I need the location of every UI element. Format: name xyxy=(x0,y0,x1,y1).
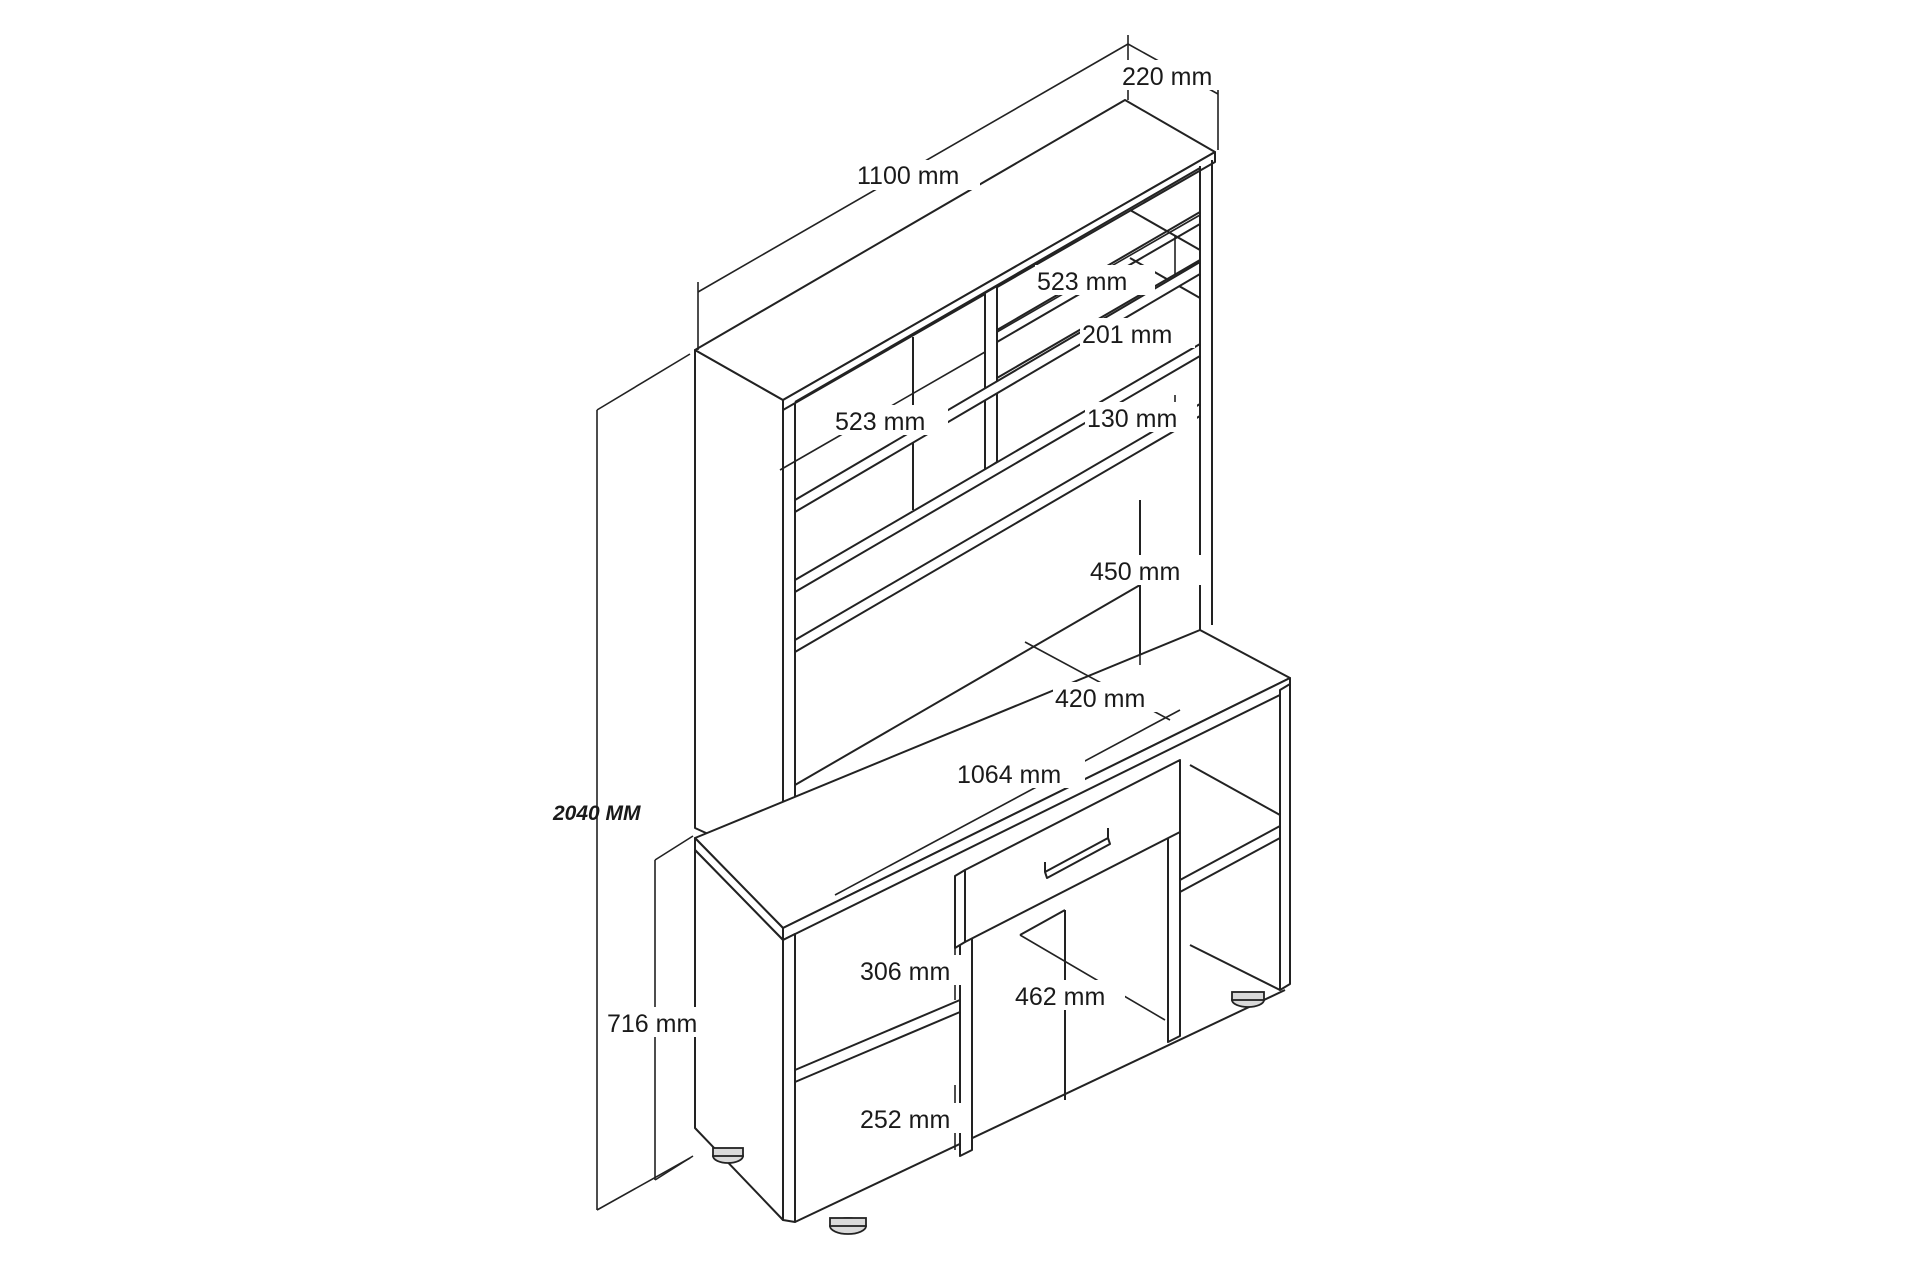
dim-tick-total-bottom xyxy=(596,1157,691,1211)
base-front-left-edge xyxy=(782,933,796,1223)
label-center-compartment: 462 mm xyxy=(1015,983,1105,1011)
foot-back-left-body xyxy=(712,1147,744,1157)
label-upper-right-mid-height: 130 mm xyxy=(1087,405,1177,433)
drawer-side xyxy=(954,869,966,949)
label-upper-right-top-height: 201 mm xyxy=(1082,321,1172,349)
dimension-labels: 220 mm 1100 mm 523 mm 201 mm 523 mm 130 … xyxy=(552,60,1235,1134)
label-left-upper-compartment: 306 mm xyxy=(860,958,950,986)
dim-tick-total-top xyxy=(596,353,691,411)
label-total-height: 2040 MM xyxy=(552,802,641,825)
dim-line-462 xyxy=(1019,934,1166,1021)
label-left-lower-compartment: 252 mm xyxy=(860,1106,950,1134)
label-top-width: 1100 mm xyxy=(857,162,959,190)
hutch-shelf-right-depth-1 xyxy=(1129,209,1201,251)
dim-tick-base-top xyxy=(654,835,694,861)
label-upper-left-width: 523 mm xyxy=(835,408,925,436)
dim-tick-base-bottom xyxy=(654,1155,694,1181)
hutch-inner-top xyxy=(794,167,1201,403)
foot-front-left-body xyxy=(829,1217,867,1227)
foot-front-right-body xyxy=(1231,991,1265,1001)
label-counter-depth: 420 mm xyxy=(1055,685,1145,713)
hutch-back-bottom xyxy=(794,584,1141,786)
drawer-handle xyxy=(1044,837,1111,879)
base-right-inner-2 xyxy=(1189,944,1281,991)
base-right-panel xyxy=(1279,683,1291,991)
hutch-shelf-right-depth-2 xyxy=(1129,257,1201,299)
hutch-long-shelf-3 xyxy=(794,403,1201,653)
label-counter-width: 1064 mm xyxy=(957,761,1061,789)
base-right-shelf xyxy=(1179,825,1281,893)
label-hutch-opening: 450 mm xyxy=(1090,558,1180,586)
base-bottom-front xyxy=(794,989,1286,1223)
base-right-inner-1 xyxy=(1189,764,1281,816)
label-top-depth: 220 mm xyxy=(1122,63,1212,91)
label-base-height: 716 mm xyxy=(607,1010,697,1038)
base-left-shelf xyxy=(794,999,961,1083)
hutch-left-panel xyxy=(694,349,784,869)
hutch-vertical-divider xyxy=(984,285,998,471)
dim-line-counter-width xyxy=(834,709,1181,896)
base-center-inner xyxy=(1019,909,1066,936)
label-upper-right-width: 523 mm xyxy=(1037,268,1127,296)
